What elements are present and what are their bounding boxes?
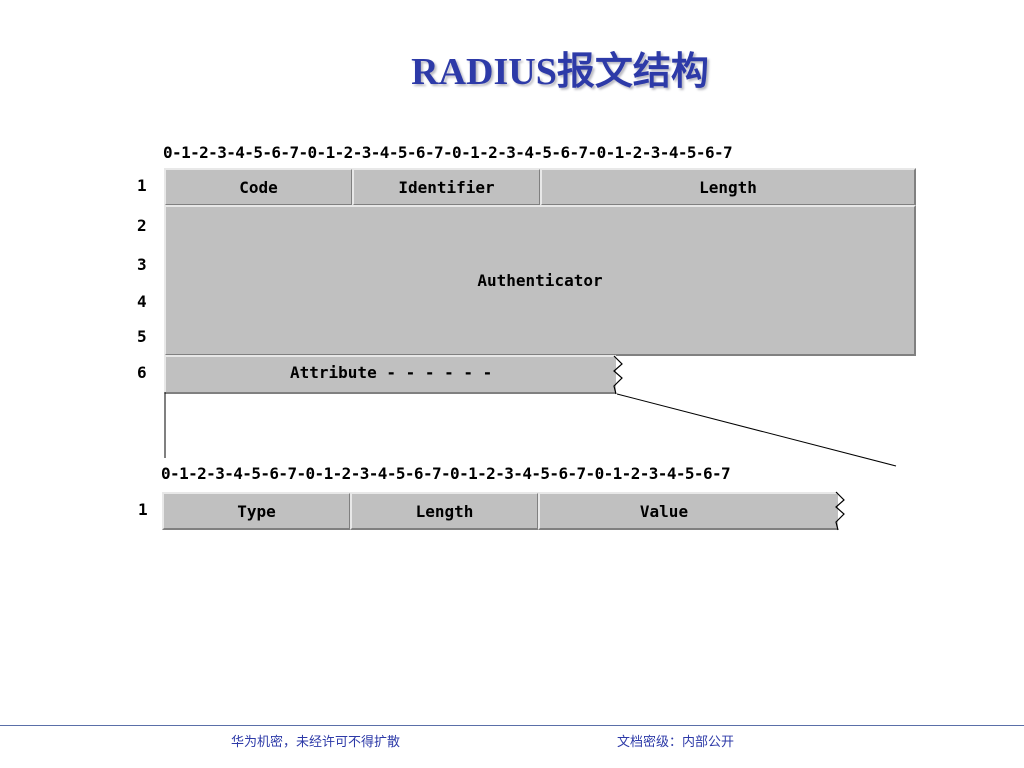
length-field: Length (540, 168, 916, 206)
row-number-1: 1 (137, 176, 147, 195)
slide-title: RADIUS报文结构 (411, 51, 709, 93)
expansion-line-right (616, 393, 897, 467)
attribute-field (164, 355, 616, 394)
attribute-field-label: Attribute - - - - - - (290, 363, 493, 382)
packet-bit-ruler: 0-1-2-3-4-5-6-7-0-1-2-3-4-5-6-7-0-1-2-3-… (163, 143, 733, 162)
footer-divider (0, 725, 1024, 726)
row-number-4: 4 (137, 292, 147, 311)
attribute-length-field: Length (350, 492, 539, 530)
footer-confidential-text: 华为机密，未经许可不得扩散 (231, 735, 401, 750)
attribute-row-number-1: 1 (138, 500, 148, 519)
value-field: Value (538, 492, 838, 530)
row-number-6: 6 (137, 363, 147, 382)
attribute-bit-ruler: 0-1-2-3-4-5-6-7-0-1-2-3-4-5-6-7-0-1-2-3-… (161, 464, 731, 483)
value-break-mark (835, 491, 845, 531)
authenticator-field: Authenticator (164, 205, 916, 356)
type-field: Type (162, 492, 351, 530)
footer-classification-text: 文档密级：内部公开 (617, 735, 735, 750)
row-number-3: 3 (137, 255, 147, 274)
row-number-5: 5 (137, 327, 147, 346)
row-number-2: 2 (137, 216, 147, 235)
attribute-break-mark (613, 355, 623, 395)
